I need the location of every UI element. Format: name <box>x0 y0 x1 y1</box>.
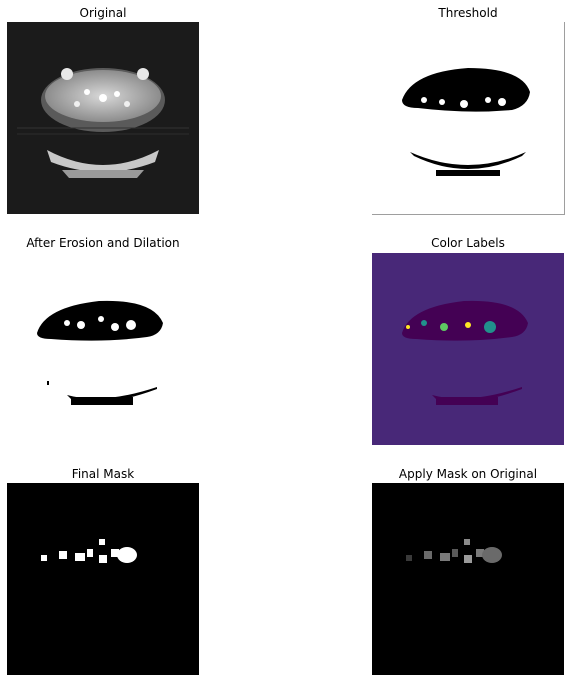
panel-title-final-mask: Final Mask <box>71 467 135 481</box>
final-mask <box>7 483 199 675</box>
color-labels-image <box>372 253 564 445</box>
apply-mask-result <box>372 483 564 675</box>
panel-title-erosion-dilation: After Erosion and Dilation <box>26 236 180 250</box>
final-mask-image <box>7 483 199 675</box>
threshold-image <box>372 22 565 215</box>
apply-mask-image <box>372 483 564 675</box>
original-ct-scan <box>7 22 199 214</box>
panel-title-color-labels: Color Labels <box>431 236 505 250</box>
original-image <box>7 22 199 214</box>
color-labels-map <box>372 253 564 445</box>
panel-title-apply-mask: Apply Mask on Original <box>398 467 538 481</box>
erosion-dilation-mask <box>7 253 199 445</box>
threshold-mask <box>372 22 564 214</box>
panel-title-original: Original <box>79 6 127 20</box>
erosion-dilation-image <box>7 253 199 445</box>
panel-title-threshold: Threshold <box>438 6 498 20</box>
